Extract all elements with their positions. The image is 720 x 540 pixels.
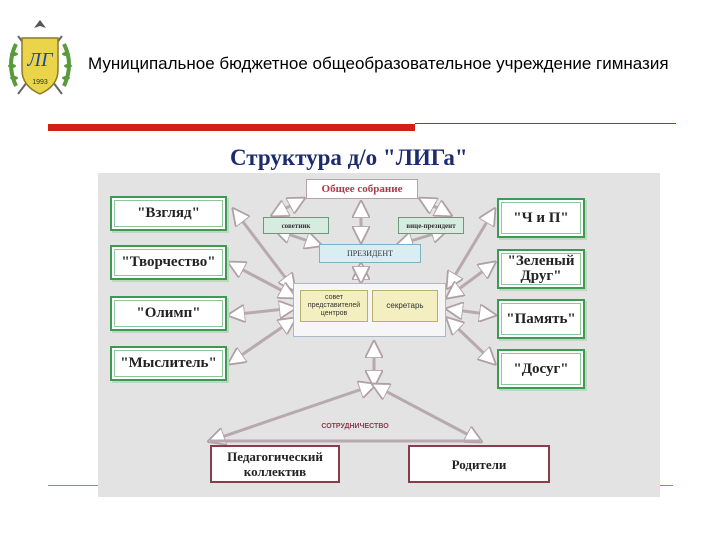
unit-label: "Ч и П" xyxy=(501,202,581,234)
unit-tvorchestvo: "Творчество" xyxy=(110,245,227,280)
advisor-box: советник xyxy=(263,217,329,234)
unit-myslitel: "Мыслитель" xyxy=(110,346,227,381)
cooperation-label: СОТРУДНИЧЕСТВО xyxy=(321,423,389,430)
unit-ch-i-p: "Ч и П" xyxy=(497,198,585,238)
council-group: совет представителей центров секретарь xyxy=(293,283,446,337)
unit-label: "Взгляд" xyxy=(114,200,223,227)
unit-label: "Творчество" xyxy=(114,249,223,276)
unit-label: "Досуг" xyxy=(501,353,581,385)
unit-vzglyad: "Взгляд" xyxy=(110,196,227,231)
unit-olimp: "Олимп" xyxy=(110,296,227,331)
unit-label: "Олимп" xyxy=(114,300,223,327)
structure-diagram: СОТРУДНИЧЕСТВО Общее собрание советник в… xyxy=(98,173,660,497)
unit-label: "Мыслитель" xyxy=(114,350,223,377)
unit-label: "Зеленый Друг" xyxy=(501,253,581,285)
vice-president-box: вице-президент xyxy=(398,217,464,234)
president-box: ПРЕЗИДЕНТ xyxy=(319,244,421,263)
teachers-box: Педагогический коллектив xyxy=(210,445,340,483)
header-divider-thin xyxy=(415,123,676,124)
unit-pamyat: "Память" xyxy=(497,299,585,339)
page-title: Структура д/о "ЛИГа" xyxy=(230,145,468,170)
council-box: совет представителей центров xyxy=(300,290,368,322)
unit-label: "Память" xyxy=(501,303,581,335)
unit-dosug: "Досуг" xyxy=(497,349,585,389)
logo-year-text: 1993 xyxy=(32,79,48,86)
institution-name: Муниципальное бюджетное общеобразователь… xyxy=(88,54,669,73)
general-meeting-box: Общее собрание xyxy=(306,179,418,199)
gymnasium-logo: ЛГ 1993 xyxy=(4,16,76,106)
diagram-arrows: СОТРУДНИЧЕСТВО xyxy=(98,173,660,497)
secretary-box: секретарь xyxy=(372,290,438,322)
header-divider-thick xyxy=(48,124,415,131)
unit-zeleny-drug: "Зеленый Друг" xyxy=(497,249,585,289)
parents-box: Родители xyxy=(408,445,550,483)
logo-monogram-text: ЛГ xyxy=(27,49,55,71)
